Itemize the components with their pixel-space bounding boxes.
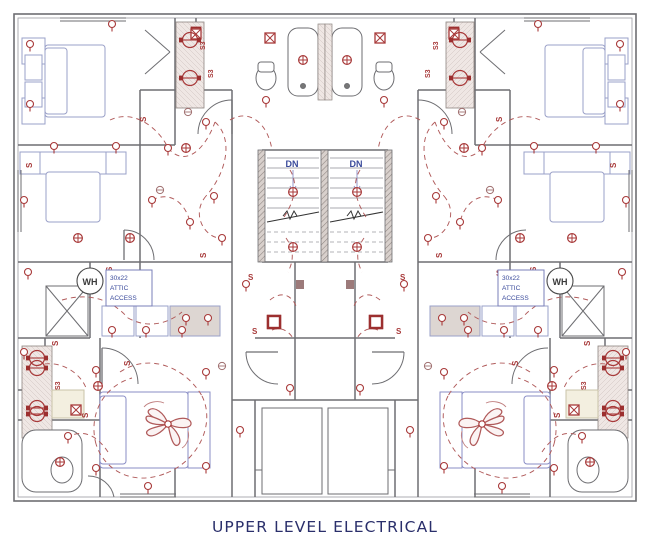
stair-shaft-hatching [257, 149, 393, 263]
svg-text:S3: S3 [200, 41, 207, 50]
building-envelope [13, 13, 637, 502]
water-heater-right: WH [546, 267, 574, 295]
fixtures-left-unit [19, 21, 221, 493]
wiring-runs [35, 115, 297, 479]
svg-text:S: S [51, 340, 60, 346]
attic-access-right: 30x22 ATTIC ACCESS [497, 269, 545, 307]
svg-text:S: S [495, 116, 504, 122]
svg-text:S: S [123, 360, 132, 366]
attic-access-left: 30x22 ATTIC ACCESS [105, 269, 153, 307]
sheet-title: UPPER LEVEL ELECTRICAL [211, 518, 439, 536]
svg-text:S: S [511, 360, 520, 366]
svg-text:S: S [252, 327, 258, 336]
bath-tile-upper [317, 23, 333, 101]
svg-text:S: S [400, 273, 406, 282]
wh-label-right: WH [553, 277, 568, 287]
attic-label-line1-right: ATTIC [502, 285, 521, 292]
door-swings [87, 99, 549, 498]
svg-text:S: S [81, 412, 90, 418]
svg-text:S: S [396, 327, 402, 336]
windows [17, 17, 633, 498]
svg-text:S: S [435, 252, 444, 258]
svg-text:S: S [248, 273, 254, 282]
svg-text:S: S [529, 266, 538, 272]
attic-label-line2-right: ACCESS [502, 295, 529, 302]
wh-label-left: WH [83, 277, 98, 287]
stair-label-dn-right: DN [350, 159, 363, 169]
svg-text:S3: S3 [425, 69, 432, 78]
stair-label-dn-left: DN [286, 159, 299, 169]
electrical-symbols-center [241, 187, 409, 397]
svg-text:S3: S3 [55, 381, 62, 390]
svg-text:S: S [553, 412, 562, 418]
svg-text:S3: S3 [433, 41, 440, 50]
svg-text:S: S [609, 162, 618, 168]
attic-label-line1-left: ATTIC [110, 285, 129, 292]
attic-size-right: 30x22 [502, 275, 520, 282]
svg-text:S: S [105, 266, 114, 272]
svg-text:S: S [25, 162, 34, 168]
attic-size-left: 30x22 [110, 275, 128, 282]
svg-text:S: S [199, 252, 208, 258]
lower-center-details [255, 407, 395, 495]
svg-text:S: S [583, 340, 592, 346]
svg-text:S3: S3 [581, 381, 588, 390]
wiring-runs-mirror [353, 115, 615, 479]
attic-label-line2-left: ACCESS [110, 295, 137, 302]
stair-right [329, 157, 384, 253]
svg-text:S3: S3 [208, 69, 215, 78]
water-heater-left: WH [76, 267, 104, 295]
stair-left [266, 157, 320, 253]
svg-text:S: S [139, 116, 148, 122]
